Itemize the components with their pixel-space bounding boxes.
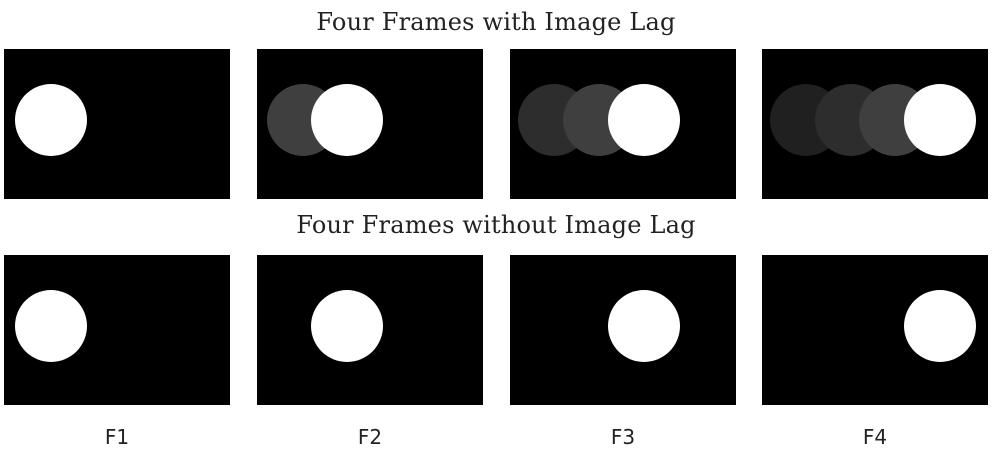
frame-f1-with-lag [4,49,230,199]
title-without-image-lag: Four Frames without Image Lag [296,211,696,239]
frame-f3-without-lag [510,255,736,405]
frame-f3-with-lag [510,49,736,199]
frame-f1-without-lag [4,255,230,405]
disc-current [311,84,383,156]
frame-label-f2: F2 [357,425,383,449]
disc-current [608,290,680,362]
frame-f2-with-lag [257,49,483,199]
frame-label-f3: F3 [610,425,636,449]
frame-label-f4: F4 [862,425,888,449]
title-with-image-lag: Four Frames with Image Lag [316,8,676,36]
disc-current [311,290,383,362]
disc-current [608,84,680,156]
disc-current [904,290,976,362]
disc-current [15,84,87,156]
frame-label-f1: F1 [104,425,130,449]
frame-f4-without-lag [762,255,988,405]
frame-f4-with-lag [762,49,988,199]
disc-current [15,290,87,362]
disc-current [904,84,976,156]
frame-f2-without-lag [257,255,483,405]
